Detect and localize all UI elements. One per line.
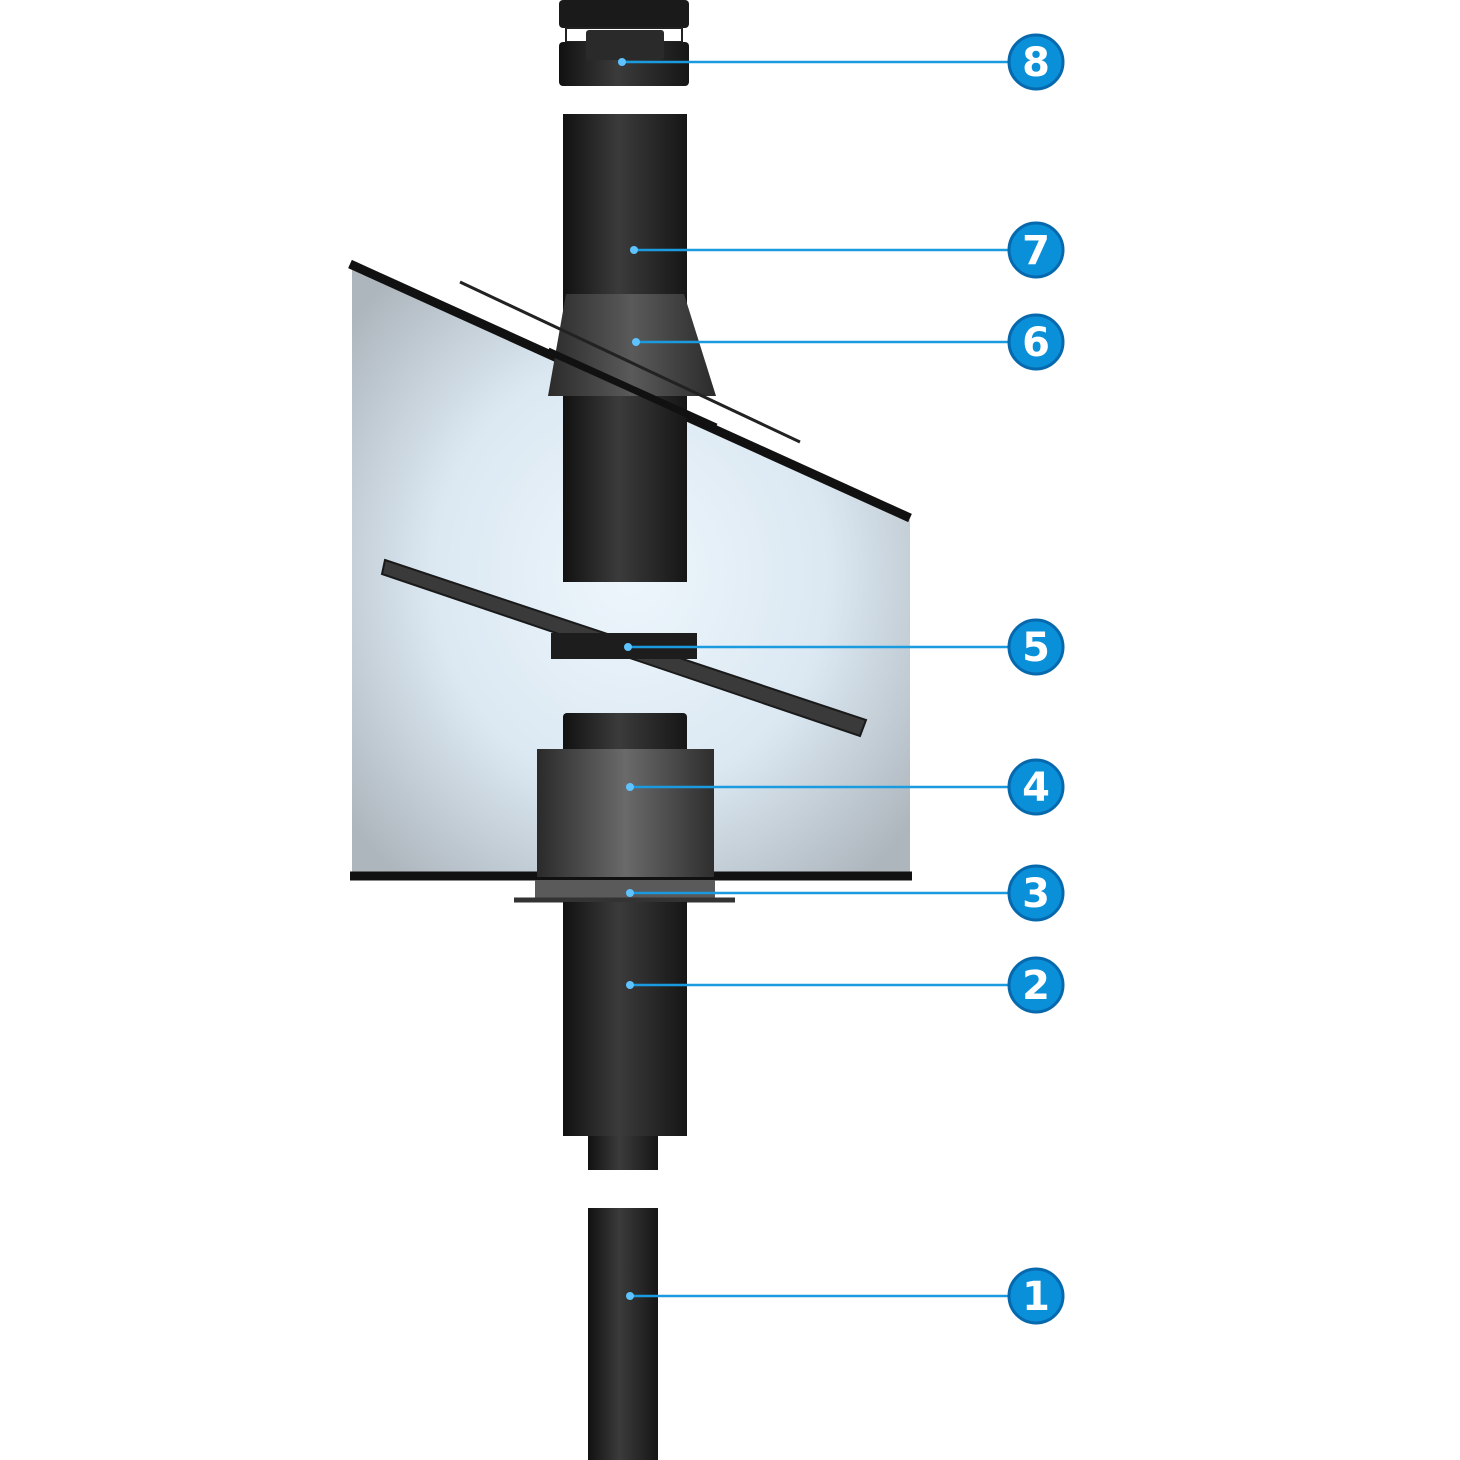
roof-line-overlay bbox=[546, 347, 718, 431]
callout-badge-1 bbox=[1007, 1267, 1065, 1325]
anchor-dot-2 bbox=[626, 981, 634, 989]
callout-label-1: 1 bbox=[1022, 1274, 1050, 1320]
ceiling-sleeve bbox=[537, 749, 714, 877]
lower-pipe bbox=[563, 902, 687, 1136]
callout-label-8: 8 bbox=[1022, 40, 1050, 86]
anchor-dot-5 bbox=[624, 643, 632, 651]
anchor-dot-8 bbox=[618, 58, 626, 66]
stove-pipe bbox=[588, 1208, 658, 1460]
rain-cap-center bbox=[586, 30, 664, 60]
callout-label-5: 5 bbox=[1022, 625, 1050, 671]
callout-badge-7 bbox=[1007, 221, 1065, 279]
callout-label-7: 7 bbox=[1022, 228, 1050, 274]
callout-badge-8 bbox=[1007, 33, 1065, 91]
callout-badge-2 bbox=[1007, 956, 1065, 1014]
anchor-dot-1 bbox=[626, 1292, 634, 1300]
callout-label-3: 3 bbox=[1022, 871, 1050, 917]
anchor-dot-7 bbox=[630, 246, 638, 254]
roof-flashing bbox=[548, 294, 716, 396]
rain-cap-top bbox=[559, 0, 689, 28]
anchor-dot-4 bbox=[626, 783, 634, 791]
callout-group: 1 2 3 4 5 6 7 8 bbox=[618, 33, 1065, 1325]
callout-badge-5 bbox=[1007, 618, 1065, 676]
ceiling-sleeve-top-pipe bbox=[563, 713, 687, 753]
callout-label-4: 4 bbox=[1022, 765, 1050, 811]
anchor-dot-6 bbox=[632, 338, 640, 346]
callout-badge-6 bbox=[1007, 313, 1065, 371]
callout-label-2: 2 bbox=[1022, 963, 1050, 1009]
lower-pipe-adapter bbox=[588, 1136, 658, 1170]
callout-label-6: 6 bbox=[1022, 320, 1050, 366]
callout-badge-4 bbox=[1007, 758, 1065, 816]
ceiling-plate bbox=[535, 880, 715, 900]
anchor-dot-3 bbox=[626, 889, 634, 897]
callout-badge-3 bbox=[1007, 864, 1065, 922]
flashing-plate bbox=[459, 280, 801, 444]
